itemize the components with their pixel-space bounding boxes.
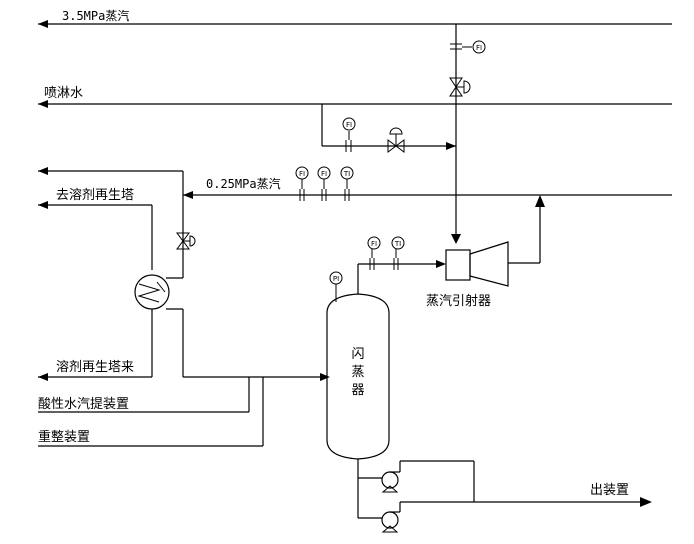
control-valve-icon [449, 77, 463, 88]
ti-instrument [340, 166, 354, 180]
ti-instrument [391, 236, 405, 250]
fi-instrument [472, 40, 486, 54]
to-regen-tower-label: 去溶剂再生塔 [56, 188, 134, 203]
steam-ejector: 蒸汽引射器 [426, 241, 509, 309]
spray-water-line: 喷淋水 FI [38, 86, 672, 153]
fi-instrument [342, 117, 356, 131]
svg-text:FI: FI [299, 170, 305, 178]
exchanger-loop: 去溶剂再生塔 溶剂再生塔来 [38, 167, 330, 381]
steam-025-label: 0.25MPa蒸汽 [206, 176, 281, 191]
arrow-down-icon [451, 234, 461, 244]
svg-text:FI: FI [371, 240, 377, 248]
from-regen-tower-label: 溶剂再生塔来 [56, 360, 134, 375]
valve-icon [387, 139, 397, 153]
arrow-left-icon [38, 201, 48, 209]
feed-lines: 酸性水汽提装置 重整装置 [38, 377, 264, 447]
steam-35-label: 3.5MPa蒸汽 [62, 8, 129, 23]
fi-instrument [367, 236, 381, 250]
ejector-body-icon [445, 249, 471, 281]
fi-instrument [317, 166, 331, 180]
svg-text:TI: TI [343, 170, 350, 178]
arrow-left-icon [183, 191, 193, 199]
arrow-up-icon [535, 195, 545, 207]
arrow-left-icon [38, 167, 48, 175]
pi-instrument [329, 271, 343, 285]
flash-drum-label-1: 闪 [351, 347, 364, 362]
steam-ejector-label: 蒸汽引射器 [426, 293, 491, 309]
out-of-unit-label: 出装置 [590, 483, 629, 498]
spray-water-label: 喷淋水 [44, 86, 83, 101]
flash-drum: PI 闪 蒸 器 FI TI [326, 236, 446, 460]
arrow-right-icon [436, 260, 446, 268]
arrow-left-icon [38, 100, 48, 108]
svg-text:FI: FI [321, 170, 327, 178]
svg-text:TI: TI [394, 240, 401, 248]
arrow-right-icon [320, 373, 330, 381]
fi-instrument [295, 166, 309, 180]
svg-text:FI: FI [476, 44, 482, 52]
acid-water-stripper-label: 酸性水汽提装置 [38, 396, 129, 412]
arrow-left-icon [38, 373, 48, 381]
valve-icon [176, 232, 190, 242]
arrow-right-icon [640, 497, 652, 507]
arrow-left-icon [38, 20, 48, 28]
flash-drum-label-3: 器 [351, 383, 364, 398]
reforming-unit-label: 重整装置 [38, 429, 90, 445]
steam-drop-line: FI [449, 24, 486, 244]
svg-text:PI: PI [333, 275, 339, 283]
svg-text:FI: FI [346, 121, 352, 129]
steam-35-line: 3.5MPa蒸汽 [38, 8, 672, 28]
flash-drum-label-2: 蒸 [351, 365, 364, 380]
pump-section: 出装置 [357, 459, 652, 533]
steam-025-line: 0.25MPa蒸汽 FI FI TI [183, 166, 672, 264]
arrow-right-icon [446, 142, 456, 150]
